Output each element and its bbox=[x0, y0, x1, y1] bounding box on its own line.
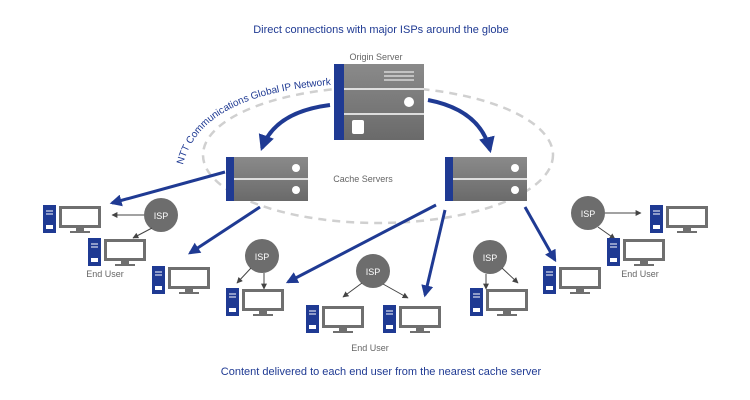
computer-icon bbox=[43, 205, 101, 233]
computer-icon bbox=[650, 205, 708, 233]
svg-text:ISP: ISP bbox=[154, 211, 169, 221]
cache-servers-label: Cache Servers bbox=[333, 174, 393, 184]
computer-icon bbox=[226, 288, 284, 316]
computer-icon bbox=[152, 266, 210, 294]
global-ip-network-boundary bbox=[201, 85, 555, 225]
computer-icon bbox=[470, 288, 528, 316]
arrow bbox=[258, 103, 331, 152]
arrow bbox=[109, 170, 226, 207]
network-label: NTT Communications Global IP Network bbox=[175, 77, 332, 166]
svg-text:ISP: ISP bbox=[581, 209, 596, 219]
end-user-label: End User bbox=[621, 269, 659, 279]
origin-server-label: Origin Server bbox=[349, 52, 402, 62]
isp-connections bbox=[111, 210, 642, 299]
bottom-title: Content delivered to each end user from … bbox=[221, 366, 542, 378]
arrow bbox=[187, 205, 261, 255]
arrow bbox=[427, 98, 495, 154]
isp-circle: ISP bbox=[571, 196, 605, 230]
isp-circle: ISP bbox=[473, 240, 507, 274]
cache-server-right-icon bbox=[445, 157, 527, 201]
svg-text:ISP: ISP bbox=[255, 252, 270, 262]
end-user-label: End User bbox=[351, 343, 389, 353]
end-user-label: End User bbox=[86, 269, 124, 279]
computer-icon bbox=[383, 305, 441, 333]
top-title: Direct connections with major ISPs aroun… bbox=[253, 24, 509, 36]
computer-icon bbox=[306, 305, 364, 333]
isp-circle: ISP bbox=[144, 198, 178, 232]
computer-icon bbox=[543, 266, 601, 294]
svg-text:ISP: ISP bbox=[366, 267, 381, 277]
arrow bbox=[523, 206, 557, 263]
computer-icon bbox=[607, 238, 665, 266]
arrow bbox=[285, 203, 437, 284]
svg-text:ISP: ISP bbox=[483, 253, 498, 263]
computer-icon bbox=[88, 238, 146, 266]
cache-server-left-icon bbox=[226, 157, 308, 201]
origin-server-icon bbox=[334, 64, 424, 140]
isp-circle: ISP bbox=[245, 239, 279, 273]
arrow bbox=[421, 209, 447, 298]
isp-circle: ISP bbox=[356, 254, 390, 288]
